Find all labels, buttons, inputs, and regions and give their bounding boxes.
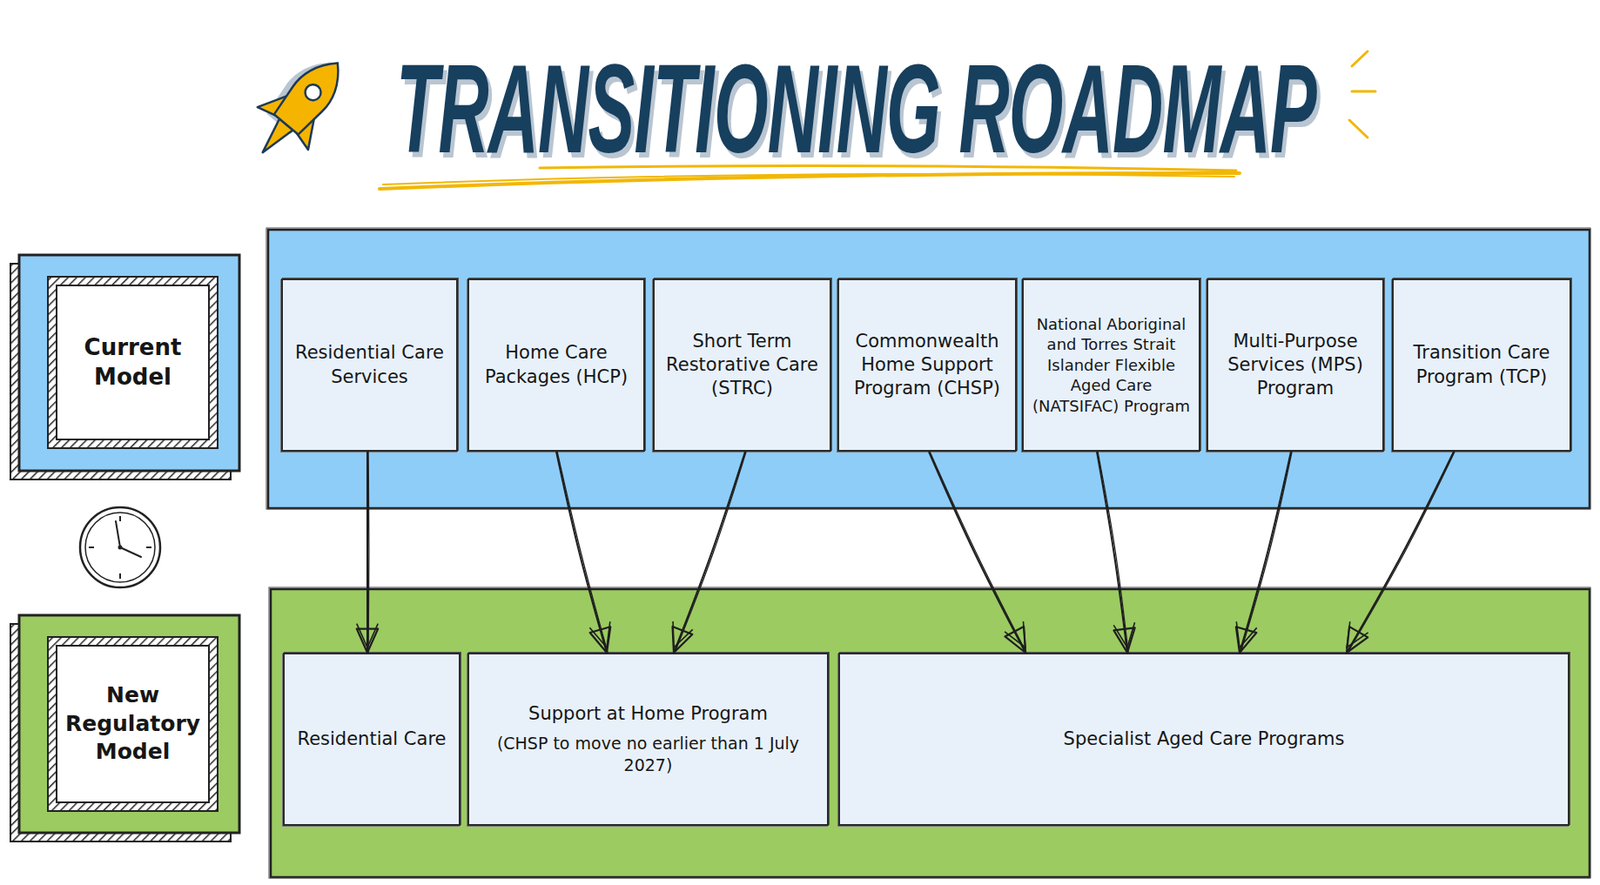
clock-hand xyxy=(120,547,142,558)
arrow-head xyxy=(1113,622,1135,648)
arrow-head xyxy=(356,629,378,653)
box-label: Residential Care xyxy=(297,727,447,752)
arrow-head xyxy=(589,621,610,648)
box-label: Commonwealth Home Support Program (CHSP) xyxy=(846,329,1009,402)
arrow-head xyxy=(1236,621,1257,648)
arrow-shaft xyxy=(1096,451,1128,653)
model-label-box: Current Model xyxy=(55,284,210,441)
program-box: Multi-Purpose Services (MPS) Program xyxy=(1206,278,1385,452)
clock-tick xyxy=(119,573,122,579)
page-title: TRANSITIONING ROADMAP xyxy=(396,45,1317,172)
arrow-shaft xyxy=(1347,451,1455,653)
clock-face xyxy=(85,512,155,583)
clock-tick xyxy=(119,516,122,522)
arrow-head xyxy=(1346,621,1369,648)
program-box: National Aboriginal and Torres Strait Is… xyxy=(1021,278,1201,452)
program-box: Residential Care Services xyxy=(281,278,458,452)
arrow-shaft xyxy=(1097,451,1129,653)
model-label-box: New Regulatory Model xyxy=(55,645,210,804)
clock-icon xyxy=(80,507,161,588)
model-frame xyxy=(19,255,240,471)
box-label: Transition Care Program (TCP) xyxy=(1400,341,1563,390)
program-box: Home Care Packages (HCP) xyxy=(467,278,646,452)
box-label: National Aboriginal and Torres Strait Is… xyxy=(1030,314,1192,417)
band-sketch-line xyxy=(266,228,1591,510)
box-label: Multi-Purpose Services (MPS) Program xyxy=(1215,329,1376,402)
box-label: Specialist Aged Care Programs xyxy=(1063,727,1345,752)
spark-ray xyxy=(1351,51,1368,67)
model-frame xyxy=(19,615,240,834)
flow-arrow xyxy=(1236,451,1292,653)
arrow-shaft xyxy=(928,451,1026,653)
box-label: New Regulatory Model xyxy=(57,681,209,767)
box-label: Residential Care Services xyxy=(289,341,450,390)
box-label: Support at Home Program xyxy=(528,702,768,727)
arrow-head xyxy=(1004,621,1026,648)
hatch-frame xyxy=(47,276,218,449)
program-box: Short Term Restorative Care (STRC) xyxy=(652,278,832,452)
title-underline xyxy=(383,174,1235,185)
arrow-shaft xyxy=(1240,451,1292,653)
arrow-shaft xyxy=(557,451,608,653)
arrow-shaft xyxy=(929,451,1027,653)
rocket-body xyxy=(271,50,353,137)
program-box: Specialist Aged Care Programs xyxy=(838,652,1570,827)
clock-hand xyxy=(115,521,121,548)
rocket-window xyxy=(302,81,324,104)
flow-arrow xyxy=(556,451,611,653)
arrow-head xyxy=(356,624,378,648)
program-box: Commonwealth Home Support Program (CHSP) xyxy=(837,278,1017,452)
clock-tick xyxy=(146,546,152,549)
arrow-head xyxy=(1004,626,1026,653)
spark-ray xyxy=(1349,120,1368,138)
arrow-shaft xyxy=(367,451,370,653)
program-box: Residential Care xyxy=(282,652,461,827)
clock-pin xyxy=(118,545,123,551)
arrow-shaft xyxy=(556,451,607,653)
arrow-head xyxy=(590,626,612,653)
arrow-shaft xyxy=(366,451,369,653)
arrow-shaft xyxy=(673,451,746,653)
clock-rim xyxy=(80,507,161,588)
title-underline xyxy=(379,173,1240,189)
current-band xyxy=(268,229,1590,509)
hatch-frame xyxy=(47,637,218,812)
flow-arrow xyxy=(672,451,747,653)
flow-arrow xyxy=(1096,451,1136,653)
arrow-head xyxy=(672,626,693,653)
box-label: Short Term Restorative Care (STRC) xyxy=(661,329,823,402)
clock-tick xyxy=(88,546,95,549)
arrow-shaft xyxy=(1346,451,1454,653)
flow-arrow xyxy=(356,451,378,653)
program-box: Support at Home Program (CHSP to move no … xyxy=(467,652,829,827)
box-label: Home Care Packages (HCP) xyxy=(476,341,637,390)
arrow-head xyxy=(1113,627,1135,653)
box-label: Current Model xyxy=(57,333,209,393)
arrow-head xyxy=(672,621,693,648)
band-sketch-line xyxy=(268,587,1591,879)
arrow-head xyxy=(1236,626,1257,653)
arrow-head xyxy=(1346,626,1368,653)
new-band xyxy=(270,589,1590,878)
flow-arrow xyxy=(1346,451,1455,653)
spark-ray xyxy=(1351,90,1376,94)
rocket-icon xyxy=(237,41,364,175)
arrow-shaft xyxy=(674,451,747,653)
program-box: Transition Care Program (TCP) xyxy=(1391,278,1572,452)
box-note: (CHSP to move no earlier than 1 July 202… xyxy=(476,732,821,776)
flow-arrow xyxy=(928,451,1027,653)
arrow-shaft xyxy=(1239,451,1291,653)
